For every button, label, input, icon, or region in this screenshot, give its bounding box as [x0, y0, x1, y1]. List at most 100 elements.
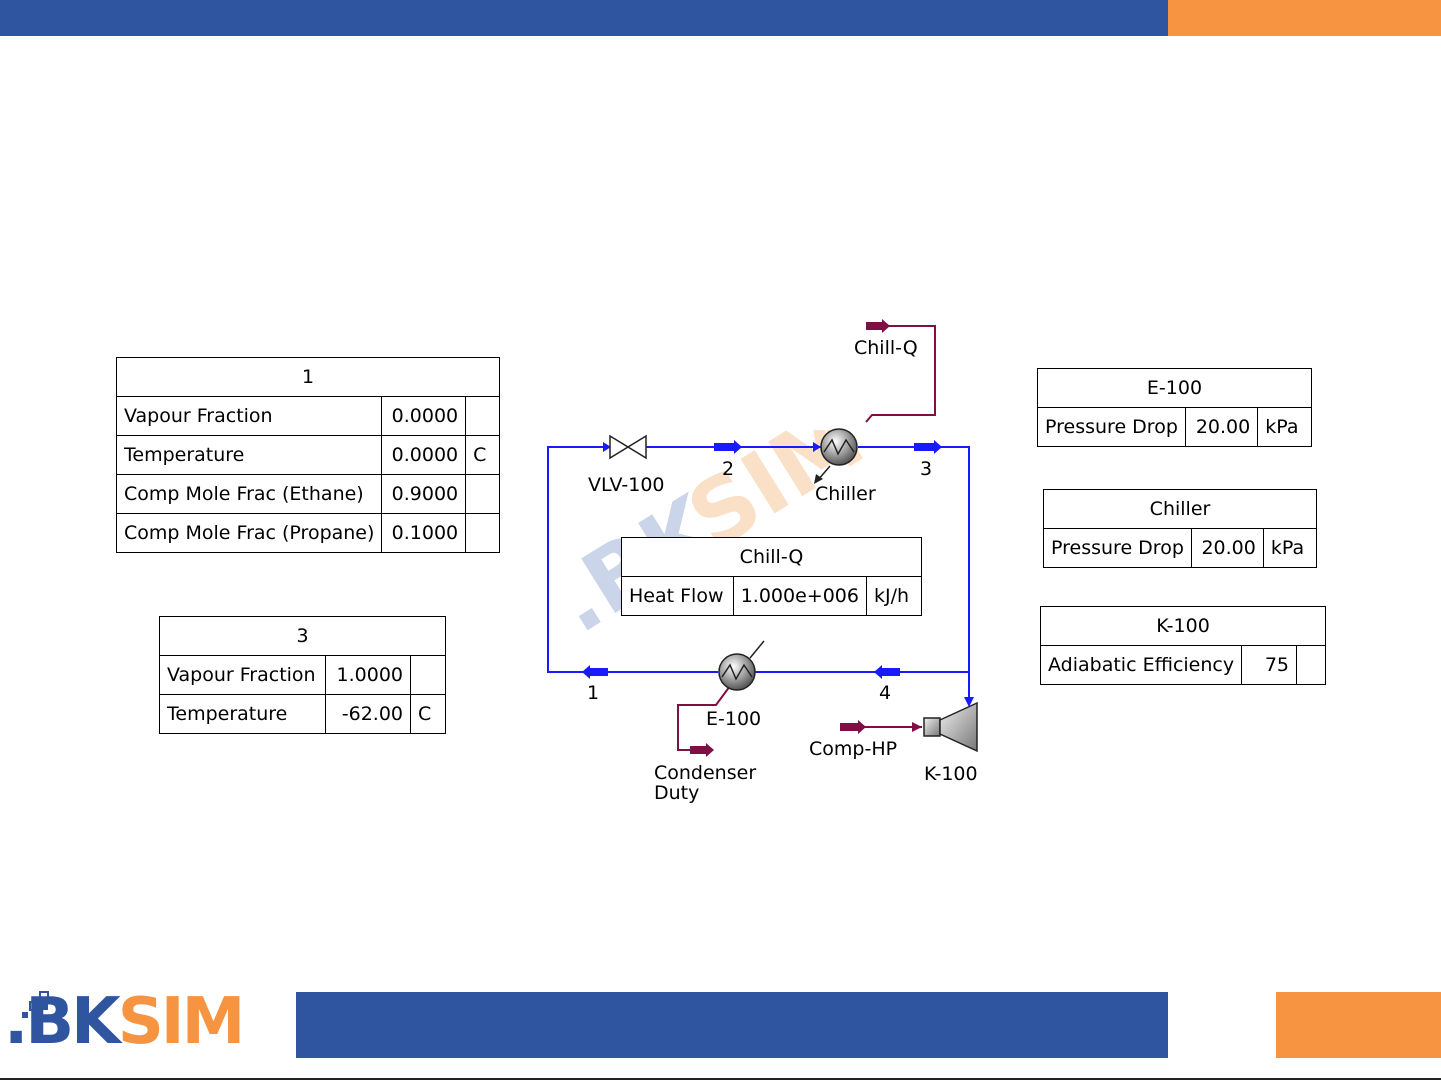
- k100-compressor[interactable]: [923, 701, 978, 753]
- row-value[interactable]: 1.0000: [325, 655, 411, 695]
- e100-label: E-100: [706, 708, 761, 730]
- condenser-duty-tab-icon: [690, 746, 706, 754]
- stream-3-tab-icon: [914, 443, 934, 451]
- chill-q-line[interactable]: [865, 325, 936, 423]
- chiller-label: Chiller: [815, 483, 876, 505]
- heat-exchanger-zigzag-icon: [823, 438, 855, 456]
- row-label: Temperature: [159, 694, 326, 734]
- bksim-logo: .BKSIM: [0, 986, 290, 1062]
- stream-4-label: 4: [879, 682, 891, 704]
- e100-pointer-icon: [749, 640, 765, 659]
- row-label: Comp Mole Frac (Propane): [115, 513, 383, 553]
- stream-1-label: 1: [587, 682, 599, 704]
- row-value[interactable]: -62.00: [325, 694, 411, 734]
- row-value[interactable]: 0.9000: [381, 474, 467, 514]
- valve-label: VLV-100: [588, 474, 665, 496]
- arrow-icon: [603, 442, 611, 452]
- stream-3-table: 3 Vapour Fraction 1.0000 Temperature -62…: [159, 616, 446, 734]
- row-value[interactable]: 75: [1241, 645, 1298, 685]
- stream-2-label: 2: [722, 458, 734, 480]
- comp-hp-tab-icon: [840, 723, 858, 731]
- table-row: Vapour Fraction 0.0000: [115, 396, 500, 436]
- chill-q-label: Chill-Q: [854, 337, 918, 359]
- row-value[interactable]: 20.00: [1184, 407, 1259, 447]
- table-row: Temperature -62.00 C: [159, 694, 446, 734]
- stream-2-tab-icon: [714, 443, 734, 451]
- stream-4-tab-icon: [882, 668, 900, 676]
- chiller-table: Chiller Pressure Drop 20.00 kPa: [1043, 489, 1318, 568]
- heat-exchanger-icon: [718, 653, 756, 691]
- stream-3-arrow-icon: [934, 440, 942, 454]
- energy-arrows: [690, 319, 922, 757]
- arrow-icon: [912, 722, 922, 732]
- arrow-icon: [813, 442, 821, 452]
- compressor-icon: [939, 701, 978, 753]
- row-unit: kPa: [1257, 407, 1312, 447]
- footer-rule: [0, 1078, 1441, 1080]
- condenser-duty-line[interactable]: [677, 685, 731, 751]
- comp-hp-label: Comp-HP: [809, 738, 897, 760]
- stream-2-arrow-icon: [734, 440, 742, 454]
- valve-vlv-100[interactable]: [609, 434, 647, 460]
- row-value[interactable]: 0.0000: [381, 435, 467, 475]
- arrow-icon: [858, 720, 866, 734]
- condenser-duty-label-2: Duty: [654, 782, 699, 804]
- stream-1-line[interactable]: [547, 446, 610, 673]
- footer-bar-blue: [296, 992, 1168, 1058]
- row-label: Comp Mole Frac (Ethane): [115, 474, 383, 514]
- row-unit: [465, 474, 500, 514]
- table-row: Pressure Drop 20.00 kPa: [1037, 407, 1312, 447]
- stream-1-tab-icon: [590, 668, 608, 676]
- logo-text-sim: SIM: [117, 985, 246, 1059]
- row-value[interactable]: 0.1000: [381, 513, 467, 553]
- row-label: Pressure Drop: [1037, 407, 1186, 447]
- arrow-icon: [882, 319, 890, 333]
- row-label: Vapour Fraction: [159, 655, 326, 695]
- arrow-icon: [706, 743, 714, 757]
- row-label: Pressure Drop: [1043, 528, 1192, 568]
- arrow-icon: [814, 474, 823, 484]
- logo-text-bk: .BK: [4, 985, 121, 1059]
- table-row: Comp Mole Frac (Propane) 0.1000: [115, 513, 500, 553]
- row-value[interactable]: 20.00: [1190, 528, 1264, 568]
- stream-1-table: 1 Vapour Fraction 0.0000 Temperature 0.0…: [115, 357, 500, 553]
- valve-left-icon: [609, 434, 630, 460]
- row-label: Temperature: [115, 435, 383, 475]
- stream-4-line[interactable]: [755, 671, 970, 705]
- chill-q-tab-icon: [866, 322, 882, 330]
- table-title: Chiller: [1043, 489, 1317, 529]
- table-title: E-100: [1037, 368, 1312, 408]
- row-unit: [410, 655, 446, 695]
- k100-label: K-100: [924, 763, 978, 785]
- table-title: K-100: [1040, 606, 1326, 646]
- condenser-duty-label-1: Condenser: [654, 762, 756, 784]
- arrow-icon: [964, 697, 974, 707]
- row-unit: kPa: [1262, 528, 1318, 568]
- chill-q-table: Chill-Q Heat Flow 1.000e+006 kJ/h: [621, 537, 922, 616]
- stream-arrows: [582, 440, 974, 707]
- row-value[interactable]: 1.000e+006: [732, 576, 868, 616]
- table-row: Temperature 0.0000 C: [115, 435, 500, 475]
- row-unit: C: [410, 694, 446, 734]
- table-row: Heat Flow 1.000e+006 kJ/h: [621, 576, 922, 616]
- material-stream-lines: [547, 446, 970, 705]
- table-row: Vapour Fraction 1.0000: [159, 655, 446, 695]
- footer-bar-orange: [1276, 992, 1441, 1058]
- valve-right-icon: [626, 434, 647, 460]
- table-title: Chill-Q: [621, 537, 922, 577]
- stream-3-line[interactable]: [858, 446, 970, 703]
- row-unit: C: [465, 435, 500, 475]
- logo-wordmark: .BKSIM: [4, 985, 246, 1059]
- row-value[interactable]: 0.0000: [381, 396, 467, 436]
- table-title: 3: [159, 616, 446, 656]
- heat-exchanger-icon: [820, 428, 858, 466]
- table-row: Pressure Drop 20.00 kPa: [1043, 528, 1318, 568]
- row-label: Vapour Fraction: [115, 396, 383, 436]
- e100-heat-exchanger[interactable]: [718, 640, 765, 691]
- row-unit: [1296, 645, 1326, 685]
- row-label: Heat Flow: [621, 576, 734, 616]
- row-unit: [465, 396, 500, 436]
- chiller-heat-exchanger[interactable]: [814, 428, 858, 484]
- table-title: 1: [116, 357, 500, 397]
